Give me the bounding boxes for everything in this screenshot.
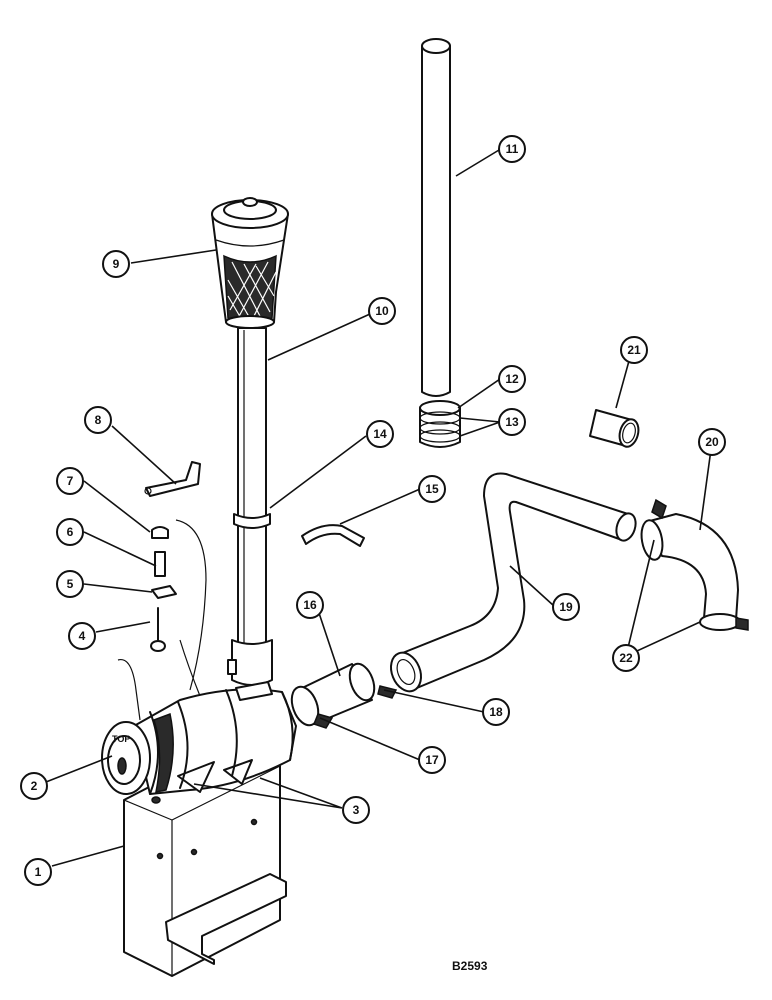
callout-circle	[56, 518, 84, 546]
callout-18: 18	[482, 698, 510, 726]
callout-15: 15	[418, 475, 446, 503]
callout-label: 20	[705, 435, 719, 449]
outlet-elbow	[290, 662, 398, 729]
callout-circle	[498, 365, 526, 393]
clamp-strap	[301, 524, 365, 547]
callout-label: 17	[425, 753, 439, 767]
callout-circle	[482, 698, 510, 726]
callout-10: 10	[368, 297, 396, 325]
callout-circle	[24, 858, 52, 886]
callout-circle	[296, 591, 324, 619]
callout-circle	[418, 746, 446, 774]
callout-13: 13	[498, 408, 526, 436]
callout-label: 3	[353, 803, 360, 817]
callout-20: 20	[698, 428, 726, 456]
callout-label: 15	[425, 482, 439, 496]
callout-label: 2	[31, 779, 38, 793]
callout-8: 8	[84, 406, 112, 434]
fasteners	[150, 526, 177, 652]
callout-label: 5	[67, 577, 74, 591]
callout-5: 5	[56, 570, 84, 598]
callout-circle	[368, 297, 396, 325]
callout-3: 3	[342, 796, 370, 824]
callout-circle	[342, 796, 370, 824]
top-stamp: TOP	[112, 734, 130, 744]
callout-label: 11	[506, 142, 519, 156]
callout-2: 2	[20, 772, 48, 800]
callout-21: 21	[620, 336, 648, 364]
callout-label: 10	[375, 304, 389, 318]
callout-label: 4	[79, 629, 86, 643]
callout-9: 9	[102, 250, 130, 278]
callout-6: 6	[56, 518, 84, 546]
callout-label: 14	[373, 427, 387, 441]
callout-circle	[418, 475, 446, 503]
callout-circle	[552, 593, 580, 621]
intake-pipe	[227, 327, 273, 686]
support-bracket	[144, 461, 201, 497]
callout-12: 12	[498, 365, 526, 393]
callout-19: 19	[552, 593, 580, 621]
callout-label: 6	[67, 525, 74, 539]
callout-label: 18	[489, 705, 503, 719]
callout-7: 7	[56, 467, 84, 495]
callout-circle	[698, 428, 726, 456]
callout-circle	[68, 622, 96, 650]
callout-1: 1	[24, 858, 52, 886]
callout-22: 22	[612, 644, 640, 672]
callout-label: 21	[627, 343, 641, 357]
callout-label: 19	[559, 600, 573, 614]
callout-circle	[56, 570, 84, 598]
callout-circle	[102, 250, 130, 278]
callout-circle	[20, 772, 48, 800]
air-cleaner-body: TOP	[101, 681, 297, 804]
short-tube	[589, 409, 640, 448]
leader-lines	[45, 149, 713, 867]
callout-14: 14	[366, 420, 394, 448]
hose-lines	[117, 519, 207, 721]
callout-label: 16	[303, 598, 317, 612]
callout-label: 1	[35, 865, 42, 879]
callout-label: 9	[113, 257, 120, 271]
callout-17: 17	[418, 746, 446, 774]
callout-circle	[498, 408, 526, 436]
callout-11: 11	[498, 135, 526, 163]
callout-label: 22	[619, 651, 633, 665]
stack-sleeve	[419, 400, 461, 448]
callout-label: 7	[67, 474, 74, 488]
callout-label: 13	[505, 415, 519, 429]
callout-circle	[366, 420, 394, 448]
callout-16: 16	[296, 591, 324, 619]
callout-circle	[498, 135, 526, 163]
exhaust-elbow	[640, 498, 749, 631]
figure-reference: B2593	[452, 959, 488, 973]
exhaust-stack	[421, 38, 451, 397]
callout-circle	[620, 336, 648, 364]
callout-circle	[56, 467, 84, 495]
callout-4: 4	[68, 622, 96, 650]
precleaner	[211, 197, 289, 329]
callout-circle	[84, 406, 112, 434]
mounting-stand	[123, 743, 287, 977]
callout-circle	[612, 644, 640, 672]
callout-label: 8	[95, 413, 102, 427]
callout-label: 12	[505, 372, 519, 386]
bent-exhaust-pipe	[390, 472, 637, 693]
